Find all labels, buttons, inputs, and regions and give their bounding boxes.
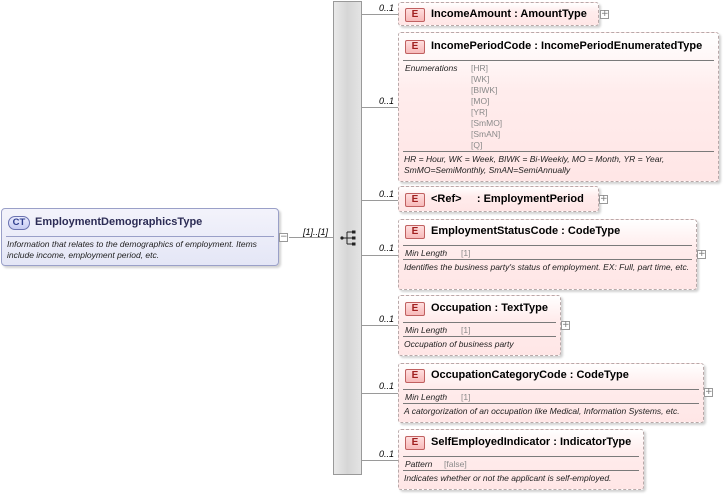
element-employment-period[interactable]: E <Ref> : EmploymentPeriod — [398, 186, 599, 212]
enum-value: [SmMO] — [471, 118, 503, 128]
element-separator — [403, 60, 714, 61]
complex-type-name: EmploymentDemographicsType — [35, 216, 203, 228]
element-title: <Ref> : EmploymentPeriod — [431, 193, 584, 205]
connector-income-period-code — [362, 107, 398, 108]
element-self-employed-indicator[interactable]: E SelfEmployedIndicator : IndicatorType … — [398, 429, 644, 490]
expand-toggle-employment-status-code[interactable]: + — [697, 249, 706, 259]
element-separator — [403, 389, 699, 390]
element-badge: E — [405, 40, 425, 54]
element-separator — [403, 151, 714, 152]
connector-income-amount — [362, 14, 398, 15]
element-separator — [403, 336, 556, 337]
element-employment-status-code[interactable]: E EmploymentStatusCode : CodeType Min Le… — [398, 219, 697, 290]
element-description: Indicates whether or not the applicant i… — [404, 473, 612, 483]
element-badge: E — [405, 369, 425, 383]
facet-label: Min Length — [405, 325, 448, 335]
element-separator — [403, 470, 639, 471]
enum-value: [MO] — [471, 96, 490, 106]
element-badge: E — [405, 225, 425, 239]
cardinality-employment-status-code: 0..1 — [379, 243, 395, 253]
facet-label: Pattern — [405, 459, 433, 469]
cardinality-income-period-code: 0..1 — [379, 96, 395, 106]
element-title: IncomePeriodCode : IncomePeriodEnumerate… — [431, 40, 703, 52]
element-separator — [403, 245, 692, 246]
expand-toggle-income-amount[interactable]: + — [600, 9, 609, 19]
element-occupation-category-code[interactable]: E OccupationCategoryCode : CodeType Min … — [398, 363, 704, 423]
connector-occupation-category-code — [362, 393, 398, 394]
enum-value: [BIWK] — [471, 85, 498, 95]
enum-value: [HR] — [471, 63, 488, 73]
enumerations-label: Enumerations — [405, 63, 458, 73]
facet-value: [1] — [461, 392, 471, 402]
facet-label: Min Length — [405, 248, 448, 258]
cardinality-income-amount: 0..1 — [379, 3, 395, 13]
expand-toggle-occupation[interactable]: + — [561, 320, 570, 330]
facet-value: [1] — [461, 325, 471, 335]
complex-type-card[interactable]: CT EmploymentDemographicsType Informatio… — [1, 208, 279, 266]
element-badge: E — [405, 302, 425, 316]
sequence-icon — [340, 230, 356, 246]
complex-type-description: Information that relates to the demograp… — [7, 239, 257, 260]
element-title: EmploymentStatusCode : CodeType — [431, 225, 621, 237]
element-badge: E — [405, 8, 425, 22]
facet-value: [1] — [461, 248, 471, 258]
element-badge: E — [405, 193, 425, 207]
element-badge: E — [405, 436, 425, 450]
enum-value: [YR] — [471, 107, 488, 117]
element-separator — [403, 403, 699, 404]
complex-type-separator — [6, 236, 274, 237]
element-description: Identifies the business party's status o… — [404, 262, 690, 272]
cardinality-employment-period: 0..1 — [379, 189, 395, 199]
element-income-amount[interactable]: E IncomeAmount : AmountType — [398, 2, 599, 26]
connector-occupation — [362, 325, 398, 326]
complex-type-badge: CT — [8, 216, 30, 230]
element-description: A catorgorization of an occupation like … — [404, 406, 680, 416]
element-occupation[interactable]: E Occupation : TextType Min Length [1] O… — [398, 295, 561, 356]
element-income-period-code[interactable]: E IncomePeriodCode : IncomePeriodEnumera… — [398, 32, 719, 182]
connector-ct-sequence — [289, 237, 333, 238]
expand-toggle-employment-period[interactable]: + — [599, 194, 608, 204]
enum-value: [SmAN] — [471, 129, 501, 139]
element-title: OccupationCategoryCode : CodeType — [431, 369, 629, 381]
element-separator — [403, 456, 639, 457]
enum-value: [Q] — [471, 140, 483, 150]
element-description: HR = Hour, WK = Week, BIWK = Bi-Weekly, … — [404, 154, 665, 175]
sequence-cardinality: [1]..[1] — [303, 227, 329, 237]
element-title: IncomeAmount : AmountType — [431, 8, 587, 20]
connector-employment-status-code — [362, 255, 398, 256]
enum-value: [WK] — [471, 74, 490, 84]
element-description: Occupation of business party — [404, 339, 514, 349]
cardinality-occupation-category-code: 0..1 — [379, 381, 395, 391]
facet-label: Min Length — [405, 392, 448, 402]
element-separator — [403, 259, 692, 260]
cardinality-occupation: 0..1 — [379, 314, 395, 324]
collapse-toggle[interactable]: − — [279, 232, 288, 242]
element-separator — [403, 322, 556, 323]
element-title: Occupation : TextType — [431, 302, 548, 314]
connector-employment-period — [362, 200, 398, 201]
expand-toggle-occupation-category-code[interactable]: + — [704, 387, 713, 397]
facet-value: [false] — [444, 459, 467, 469]
element-title: SelfEmployedIndicator : IndicatorType — [431, 436, 632, 448]
connector-self-employed-indicator — [362, 460, 398, 461]
cardinality-self-employed-indicator: 0..1 — [379, 449, 395, 459]
